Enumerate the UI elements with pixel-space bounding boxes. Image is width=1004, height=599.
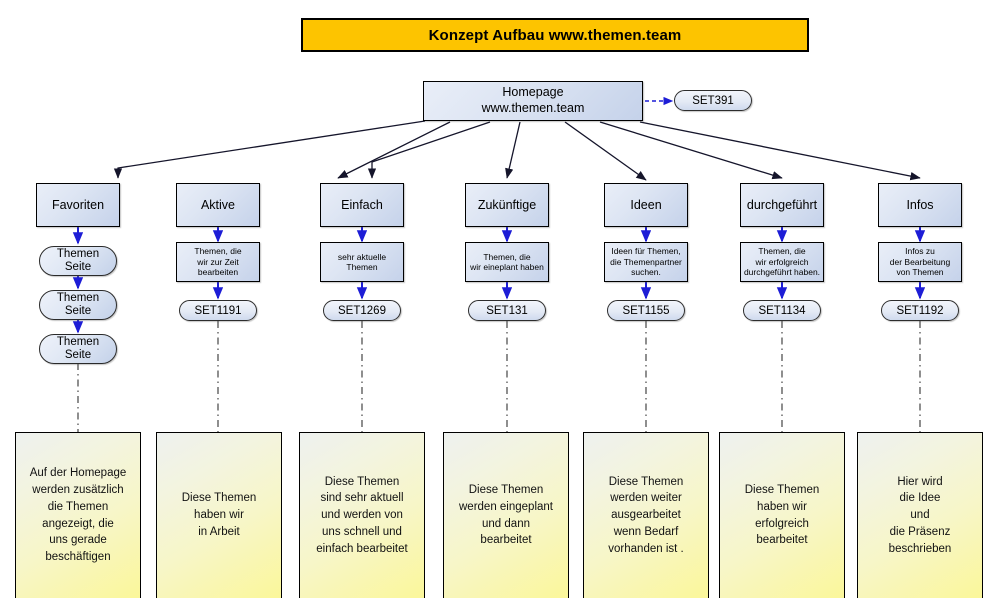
diagram-title: Konzept Aufbau www.themen.team xyxy=(301,18,809,52)
node-set-tag-durchgefuehrt[interactable]: SET1134 xyxy=(743,300,821,321)
themen-seite-1-line2: Seite xyxy=(64,261,92,273)
node-themen-seite-3[interactable]: Themen Seite xyxy=(39,334,117,364)
node-homepage[interactable]: Homepage www.themen.team xyxy=(423,81,643,121)
themen-seite-3-line2: Seite xyxy=(64,349,92,361)
node-category-zukuenftige[interactable]: Zukünftige xyxy=(465,183,549,227)
node-category-einfach[interactable]: Einfach xyxy=(320,183,404,227)
node-category-ideen[interactable]: Ideen xyxy=(604,183,688,227)
homepage-label-line2: www.themen.team xyxy=(481,101,585,115)
homepage-label-line1: Homepage xyxy=(502,85,564,100)
themen-seite-1-line1: Themen xyxy=(56,248,100,261)
themen-seite-2-line2: Seite xyxy=(64,305,92,317)
node-themen-seite-2[interactable]: Themen Seite xyxy=(39,290,117,320)
node-set-tag-ideen[interactable]: SET1155 xyxy=(607,300,685,321)
node-set-tag-infos[interactable]: SET1192 xyxy=(881,300,959,321)
themen-seite-2-line1: Themen xyxy=(56,292,100,305)
themen-seite-3-line1: Themen xyxy=(56,336,100,349)
node-category-infos[interactable]: Infos xyxy=(878,183,962,227)
node-themen-seite-1[interactable]: Themen Seite xyxy=(39,246,117,276)
node-set-tag-zukuenftige[interactable]: SET131 xyxy=(468,300,546,321)
node-category-favoriten[interactable]: Favoriten xyxy=(36,183,120,227)
node-set-tag-aktive[interactable]: SET1191 xyxy=(179,300,257,321)
node-category-aktive[interactable]: Aktive xyxy=(176,183,260,227)
node-category-durchgefuehrt[interactable]: durchgeführt xyxy=(740,183,824,227)
node-set-tag-einfach[interactable]: SET1269 xyxy=(323,300,401,321)
node-set-tag-root[interactable]: SET391 xyxy=(674,90,752,111)
